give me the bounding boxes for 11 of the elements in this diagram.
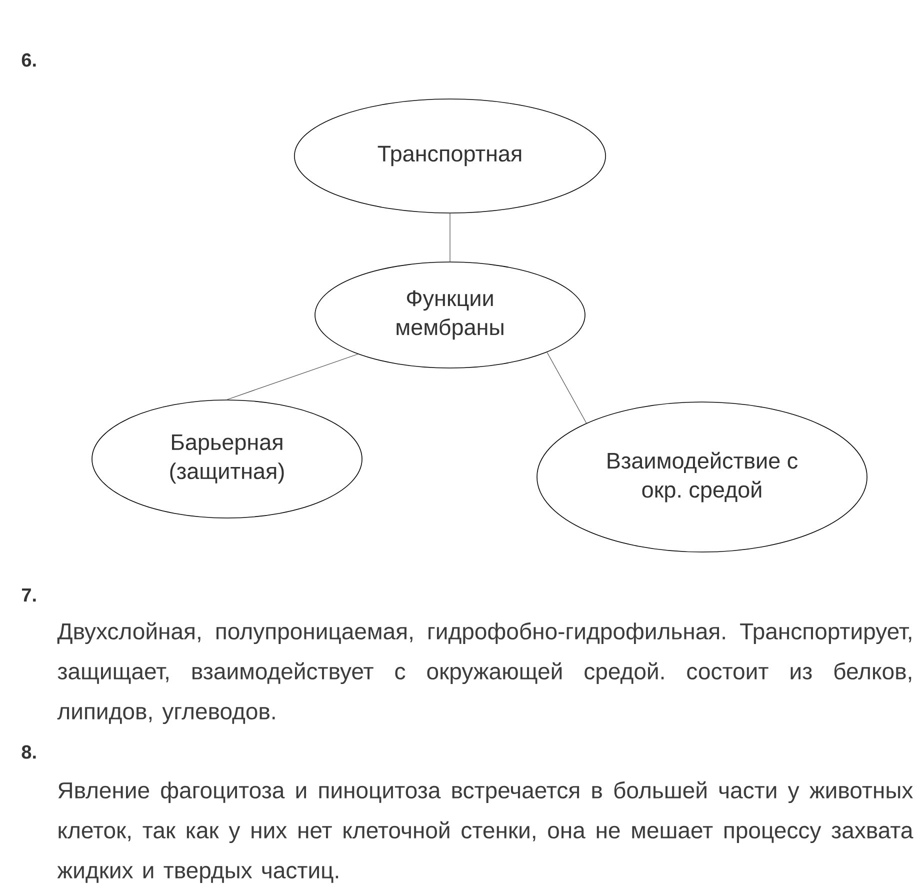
ellipse-node: Барьерная (защитная): [92, 400, 362, 518]
connector-line: [226, 354, 358, 400]
answer-paragraph: Двухслойная, полупроницаемая, гидрофобно-гидрофильная. Транспортирует, защищает, взаимодействует с окружающей средой. состоит из белков, липидов, углеводов.: [57, 622, 912, 724]
ellipse-node: Взаимодействие с окр. средой: [536, 402, 868, 552]
question-number: 6.: [22, 53, 36, 67]
answer-paragraph: Явление фагоцитоза и пиноцитоза встречается в большей части у животных клеток, так как у них нет клеточной стенки, она не мешает процессу захвата жидких и твердых частиц.: [57, 781, 914, 884]
question-number: 8.: [22, 745, 36, 759]
connector-line: [546, 352, 587, 424]
ellipse-node: Функции мембраны: [314, 262, 586, 368]
ellipse-node: Транспортная: [294, 98, 606, 214]
question-number: 7.: [22, 588, 36, 602]
